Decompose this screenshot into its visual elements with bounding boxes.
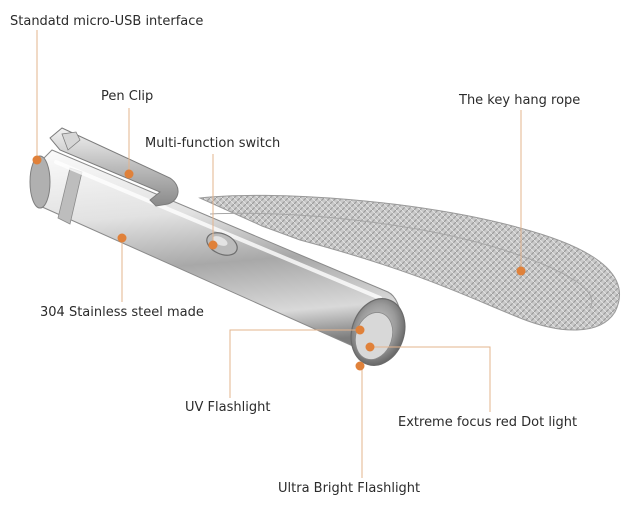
marker-clip [124,169,134,179]
label-stainless: 304 Stainless steel made [40,305,204,320]
label-switch: Multi-function switch [145,136,281,151]
label-hang-rope: The key hang rope [459,93,581,108]
label-usb-interface: Standatd micro-USB interface [10,14,204,29]
marker-switch [208,240,218,250]
hang-rope [198,194,620,331]
marker-bright [355,361,365,371]
pen-clip [49,127,179,207]
marker-dots [32,155,526,371]
flashlight-body [31,149,402,361]
marker-rope [516,266,526,276]
label-red-dot: Extreme focus red Dot light [398,415,578,430]
label-pen-clip: Pen Clip [101,89,154,104]
marker-steel [117,233,127,243]
leader-lines [36,30,522,478]
marker-uv [355,325,365,335]
marker-usb [32,155,42,165]
marker-red [365,342,375,352]
label-bright-light: Ultra Bright Flashlight [278,481,421,496]
label-uv-light: UV Flashlight [185,400,271,415]
